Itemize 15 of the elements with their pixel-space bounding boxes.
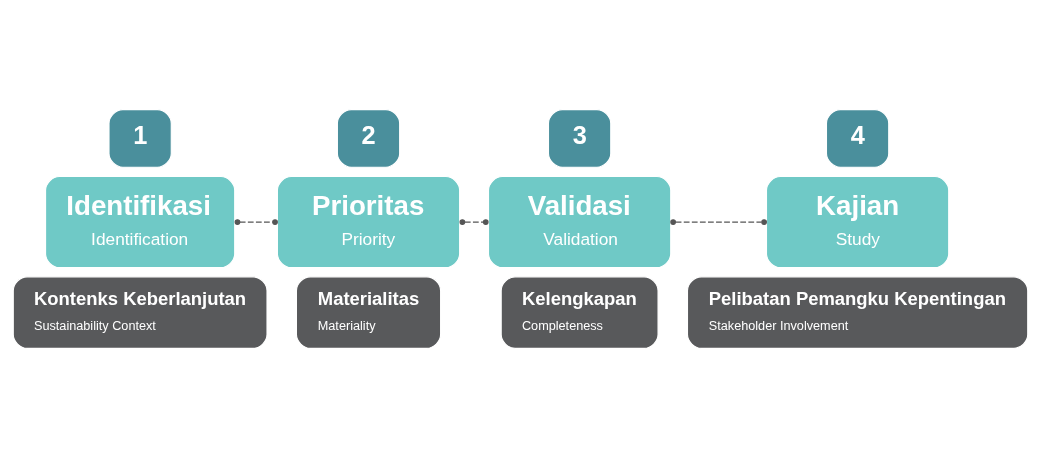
node-box: 3 [547, 109, 612, 168]
node-box: Prioritas Priority [276, 175, 461, 269]
connector [234, 219, 278, 225]
node-box: Kontenks Keberlanjutan Sustainability Context [12, 276, 268, 349]
node-box: 1 [108, 109, 172, 168]
node-box: Validasi Validation [487, 175, 672, 269]
connector [670, 219, 767, 225]
node-box: Materialitas Materiality [295, 276, 442, 349]
node-box: 4 [825, 109, 890, 168]
node-box: Identifikasi Identification [44, 175, 236, 269]
node-box: Pelibatan Pemangku Kepentingan Stakeholder Involvement [686, 276, 1029, 349]
node-box: Kajian Study [765, 175, 950, 269]
node-box: Kelengkapan Completeness [500, 276, 659, 349]
connector [459, 219, 489, 225]
node-box: 2 [336, 109, 401, 168]
